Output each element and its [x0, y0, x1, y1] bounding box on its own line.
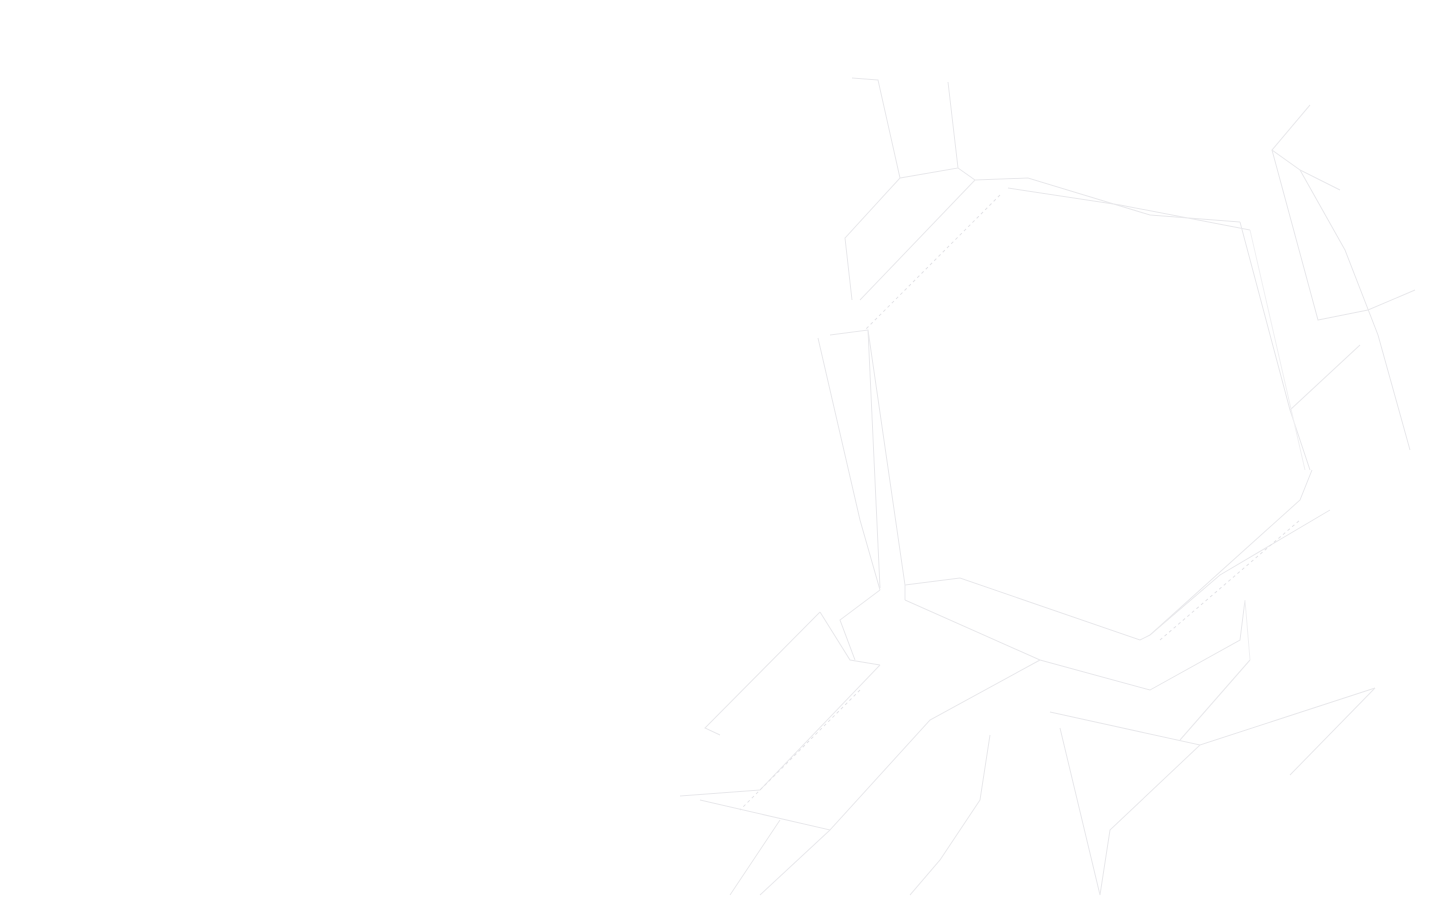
lower-right-outline: [1049, 599, 1376, 896]
right-box-outline: [1239, 104, 1416, 471]
left-panel-outline: [817, 329, 906, 600]
lower-left-outline: [679, 611, 1041, 896]
middle-base-outline: [839, 469, 1331, 691]
top-box-outline: [844, 77, 1251, 331]
